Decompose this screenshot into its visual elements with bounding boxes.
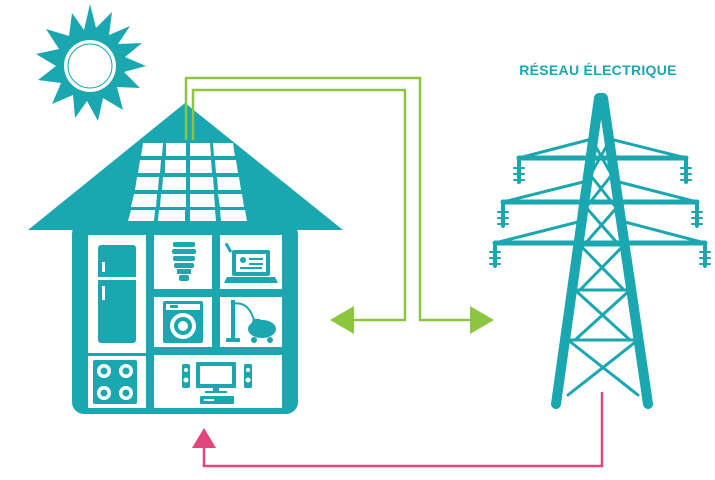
grid-label: RÉSEAU ÉLECTRIQUE <box>519 62 677 78</box>
vacuum-cleaner-icon <box>226 300 276 343</box>
washing-machine-icon <box>163 301 203 343</box>
solar-panel-icon <box>128 143 247 221</box>
tv-icon <box>182 362 252 404</box>
grid-supply-arrow <box>192 392 604 468</box>
solar-to-grid-arrow <box>184 76 494 334</box>
cooktop-icon <box>93 360 137 404</box>
sun-icon <box>36 4 146 121</box>
light-bulb-icon <box>172 242 196 281</box>
fridge-icon <box>98 245 136 343</box>
power-pylon-icon <box>489 93 711 409</box>
laptop-icon <box>224 242 278 283</box>
grid-to-house-arrow <box>191 88 407 334</box>
